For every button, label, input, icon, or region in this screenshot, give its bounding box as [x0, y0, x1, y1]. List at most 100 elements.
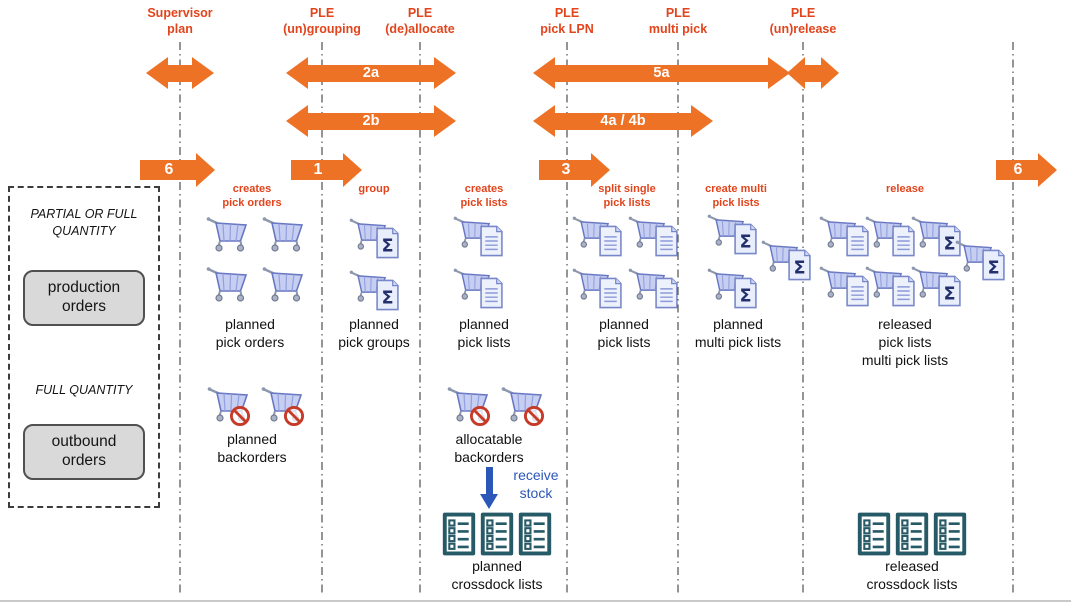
pick-list-icon — [452, 267, 503, 309]
pick-list-icon — [571, 267, 622, 309]
arrow-bar — [803, 64, 823, 82]
split-pick-lists-icons — [566, 212, 684, 310]
planned-pick-orders-label: planned pick orders — [215, 316, 285, 351]
pick-group-icon — [348, 217, 399, 259]
step-number: 6 — [164, 161, 174, 178]
arrow-bar — [996, 160, 1040, 180]
arrow-head-left-icon — [787, 57, 805, 89]
planned-crossdock-lists-label: planned crossdock lists — [451, 558, 543, 593]
backorder-cart-icon — [446, 386, 491, 427]
receive-stock-label: receive stock — [513, 467, 559, 502]
arrow-head-right-icon — [343, 153, 362, 187]
range-arrow-2b: 2b — [286, 105, 456, 137]
multi-pick-list-icon — [760, 239, 811, 281]
crossdock-list-icon — [480, 512, 514, 556]
arrow-head-right-icon — [768, 57, 790, 89]
arrow-head-left-icon — [533, 105, 555, 137]
arrow-bar — [485, 467, 493, 494]
action-label-group: group — [358, 183, 390, 195]
range-arrow-supervisor — [146, 57, 214, 89]
arrow-bar — [553, 64, 770, 82]
planned-crossdock-icons — [442, 512, 552, 556]
range-arrow-unrelease — [787, 57, 839, 89]
arrow-label: 4a / 4b — [600, 113, 646, 129]
crossdock-list-icon — [895, 512, 929, 556]
phase-label-deallocate: PLE (de)allocate — [385, 6, 455, 36]
step-number: 6 — [1013, 161, 1023, 178]
action-label-creates-pick-lists: creates pick lists — [460, 183, 508, 210]
crossdock-list-icon — [442, 512, 476, 556]
arrow-label — [146, 57, 214, 89]
released-lists-label: released pick lists multi pick lists — [861, 316, 949, 369]
backorder-cart-icon — [206, 386, 251, 427]
planned-backorders-icons — [204, 382, 308, 428]
arrow-label — [787, 57, 839, 89]
action-label-release: release — [886, 183, 924, 195]
phase-label-ungrouping: PLE (un)grouping — [283, 6, 361, 36]
allocatable-backorders-label: allocatable backorders — [454, 431, 524, 466]
phase-label-multi-pick: PLE multi pick — [648, 6, 708, 36]
arrow-head-right-icon — [434, 57, 456, 89]
backorder-cart-icon — [260, 386, 305, 427]
partial-or-full-quantity-note: PARTIAL OR FULL QUANTITY — [30, 207, 138, 238]
phase-label-pick-lpn: PLE pick LPN — [540, 6, 594, 36]
pick-group-icon — [348, 269, 399, 311]
arrow-head-down-icon — [480, 494, 498, 509]
pick-list-icon — [864, 265, 915, 307]
action-label-creates-pick-orders: creates pick orders — [222, 183, 282, 210]
range-arrow-4a-4b: 4a / 4b — [533, 105, 713, 137]
phase-label-unrelease: PLE (un)release — [769, 6, 837, 36]
arrow-bar — [539, 160, 593, 180]
pick-cart-icon — [205, 212, 249, 252]
multi-pick-list-icon — [910, 265, 961, 307]
pick-list-icon — [864, 215, 915, 257]
production-orders-node: production orders — [23, 270, 145, 326]
arrow-label: 2a — [362, 65, 380, 81]
allocatable-backorders-icons — [444, 382, 548, 428]
pick-list-icon — [627, 215, 678, 257]
planned-multi-pick-lists-label: planned multi pick lists — [694, 316, 782, 351]
pick-list-icon — [627, 267, 678, 309]
planned-pick-groups-label: planned pick groups — [338, 316, 410, 351]
pick-cart-icon — [205, 262, 249, 302]
arrow-head-right-icon — [192, 57, 214, 89]
multi-pick-lists-icons — [700, 210, 820, 318]
arrow-label: 5a — [653, 65, 670, 81]
pick-list-icon — [818, 265, 869, 307]
action-label-create-multi-pick-lists: create multi pick lists — [705, 183, 767, 210]
arrow-head-left-icon — [286, 105, 308, 137]
crossdock-list-icon — [518, 512, 552, 556]
arrow-head-right-icon — [591, 153, 610, 187]
range-arrow-5a: 5a — [533, 57, 790, 89]
arrow-head-right-icon — [691, 105, 713, 137]
arrow-bar — [140, 160, 198, 180]
released-lists-icons — [818, 212, 1010, 312]
planned-backorders-label: planned backorders — [217, 431, 287, 466]
full-quantity-note: FULL QUANTITY — [35, 383, 133, 397]
pick-list-icon — [818, 215, 869, 257]
pick-list-icon — [452, 215, 503, 257]
multi-pick-list-icon — [706, 267, 757, 309]
pick-list-icon — [571, 215, 622, 257]
step-arrow-6-left: 6 — [140, 153, 215, 187]
planned-pick-groups-icons — [348, 214, 400, 312]
arrow-head-right-icon — [1038, 153, 1057, 187]
arrow-bar — [291, 160, 345, 180]
arrow-head-left-icon — [146, 57, 168, 89]
action-label-split-single-pick-lists: split single pick lists — [598, 183, 656, 210]
range-arrow-2a: 2a — [286, 57, 456, 89]
step-arrow-6-right: 6 — [996, 153, 1057, 187]
arrow-bar — [553, 112, 693, 130]
step-number: 1 — [313, 161, 323, 178]
step-arrow-3: 3 — [539, 153, 610, 187]
planned-pick-lists-split-label: planned pick lists — [597, 316, 651, 351]
pick-cart-icon — [261, 262, 305, 302]
outbound-orders-node: outbound orders — [23, 424, 145, 480]
arrow-head-right-icon — [821, 57, 839, 89]
released-crossdock-lists-label: released crossdock lists — [866, 558, 958, 593]
planned-pick-lists-icons — [452, 212, 504, 310]
arrow-bar — [306, 64, 436, 82]
arrow-label: 2b — [362, 113, 380, 129]
arrow-head-right-icon — [434, 105, 456, 137]
